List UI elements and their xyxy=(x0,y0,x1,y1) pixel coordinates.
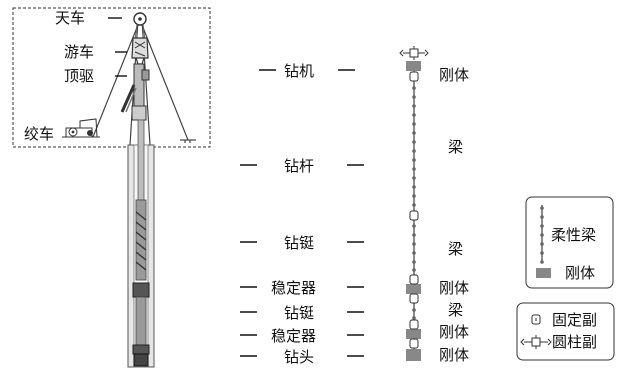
model-label-rig: 刚体 xyxy=(439,66,469,84)
component-stabilizer-1: 稳定器 xyxy=(271,279,316,297)
cylindrical-joint-legend-icon xyxy=(520,335,552,349)
label-top-drive: 顶驱 xyxy=(64,67,94,85)
legend-fixed-joint: 固定副 xyxy=(552,311,597,329)
component-stabilizer-2: 稳定器 xyxy=(271,327,316,345)
label-winch: 绞车 xyxy=(24,125,54,143)
wellbore xyxy=(127,119,155,368)
cylindrical-joint-icon xyxy=(399,46,429,60)
component-drill-pipe: 钻杆 xyxy=(284,157,314,175)
model-labels: 刚体 梁 梁 刚体 梁 刚体 刚体 xyxy=(439,66,469,364)
rig-label-group: 天车 游车 顶驱 绞车 xyxy=(24,9,127,143)
surface-dashed-box xyxy=(12,7,211,148)
component-bit: 钻头 xyxy=(284,348,314,366)
label-crown-block: 天车 xyxy=(55,9,85,27)
multibody-model xyxy=(399,46,429,361)
top-drive xyxy=(120,63,150,121)
model-label-bit: 刚体 xyxy=(439,346,469,364)
component-rig: 钻机 xyxy=(284,62,314,80)
model-label-drill-collar-1: 梁 xyxy=(448,240,463,258)
winch xyxy=(62,118,100,138)
component-drill-collar-1: 钻铤 xyxy=(284,234,314,252)
rigid-body-bit xyxy=(406,349,421,361)
traveling-block xyxy=(131,37,149,65)
legend-flexible-beam: 柔性梁 xyxy=(551,226,596,244)
legend-joint-types: 固定副 圆柱副 xyxy=(516,302,615,361)
component-label-group xyxy=(240,69,364,357)
rigid-body-rig xyxy=(406,61,421,71)
drilling-rig-illustration xyxy=(12,7,211,368)
fixed-joint-markers xyxy=(409,71,419,349)
label-traveling-block: 游车 xyxy=(64,43,94,61)
legend-element-types: 柔性梁 刚体 xyxy=(525,196,614,289)
legend-rigid-body-swatch xyxy=(536,268,551,278)
rigid-body-stabilizer-1 xyxy=(406,284,421,294)
model-label-drill-collar-2: 梁 xyxy=(448,301,463,319)
component-labels: 钻机 钻杆 钻铤 稳定器 钻铤 稳定器 钻头 xyxy=(271,62,316,366)
legend-cylindrical-joint: 圆柱副 xyxy=(552,333,597,351)
fixed-joint-icon xyxy=(531,314,541,325)
legend-rigid-body: 刚体 xyxy=(565,264,595,282)
crown-block xyxy=(133,12,147,26)
rigid-body-stabilizer-2 xyxy=(406,329,421,339)
model-label-stabilizer-2: 刚体 xyxy=(439,323,469,341)
component-drill-collar-2: 钻铤 xyxy=(284,304,314,322)
model-label-drill-pipe: 梁 xyxy=(448,138,463,156)
model-label-stabilizer-1: 刚体 xyxy=(439,279,469,297)
